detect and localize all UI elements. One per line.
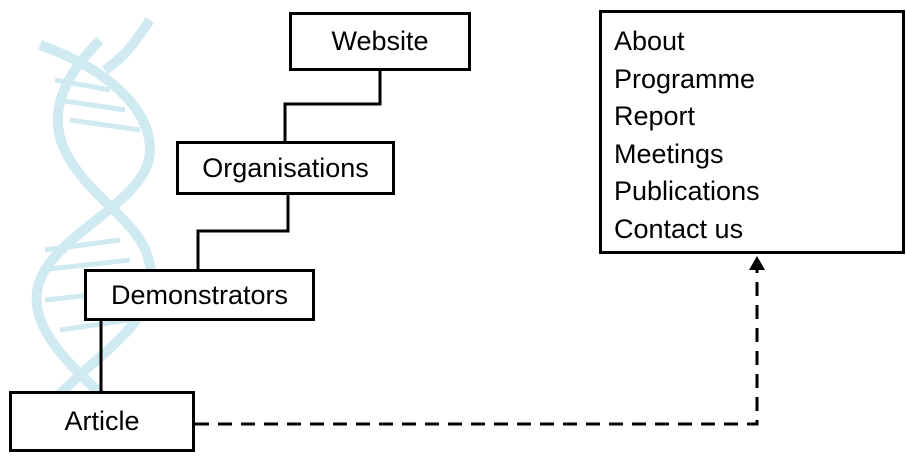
dashed-arrow-article-to-menu: [195, 256, 765, 426]
menu-item-meetings: Meetings: [614, 138, 724, 169]
menu-item-about: About: [614, 26, 685, 56]
menu-item-programme: Programme: [614, 63, 756, 94]
node-demonstrators-label: Demonstrators: [110, 279, 289, 310]
dna-helix-illustration: [31, 17, 157, 423]
menu-item-publications: Publications: [614, 176, 760, 207]
connector-website-organisations: [283, 71, 382, 141]
node-website-label: Website: [331, 26, 429, 56]
connector-organisations-demonstrators: [196, 195, 290, 269]
menu-list-box: About Programme Report Meetings Publicat…: [599, 10, 905, 254]
node-organisations-label: Organisations: [202, 152, 369, 183]
hierarchy-connectors: [99, 71, 382, 391]
node-website: Website: [289, 12, 471, 71]
node-demonstrators: Demonstrators: [84, 269, 315, 321]
menu-item-report: Report: [614, 101, 696, 132]
arrowhead-icon: [749, 256, 765, 270]
node-article-label: Article: [64, 406, 140, 436]
node-organisations: Organisations: [176, 141, 395, 195]
node-article: Article: [9, 391, 195, 452]
menu-item-contact-us: Contact us: [614, 213, 744, 244]
